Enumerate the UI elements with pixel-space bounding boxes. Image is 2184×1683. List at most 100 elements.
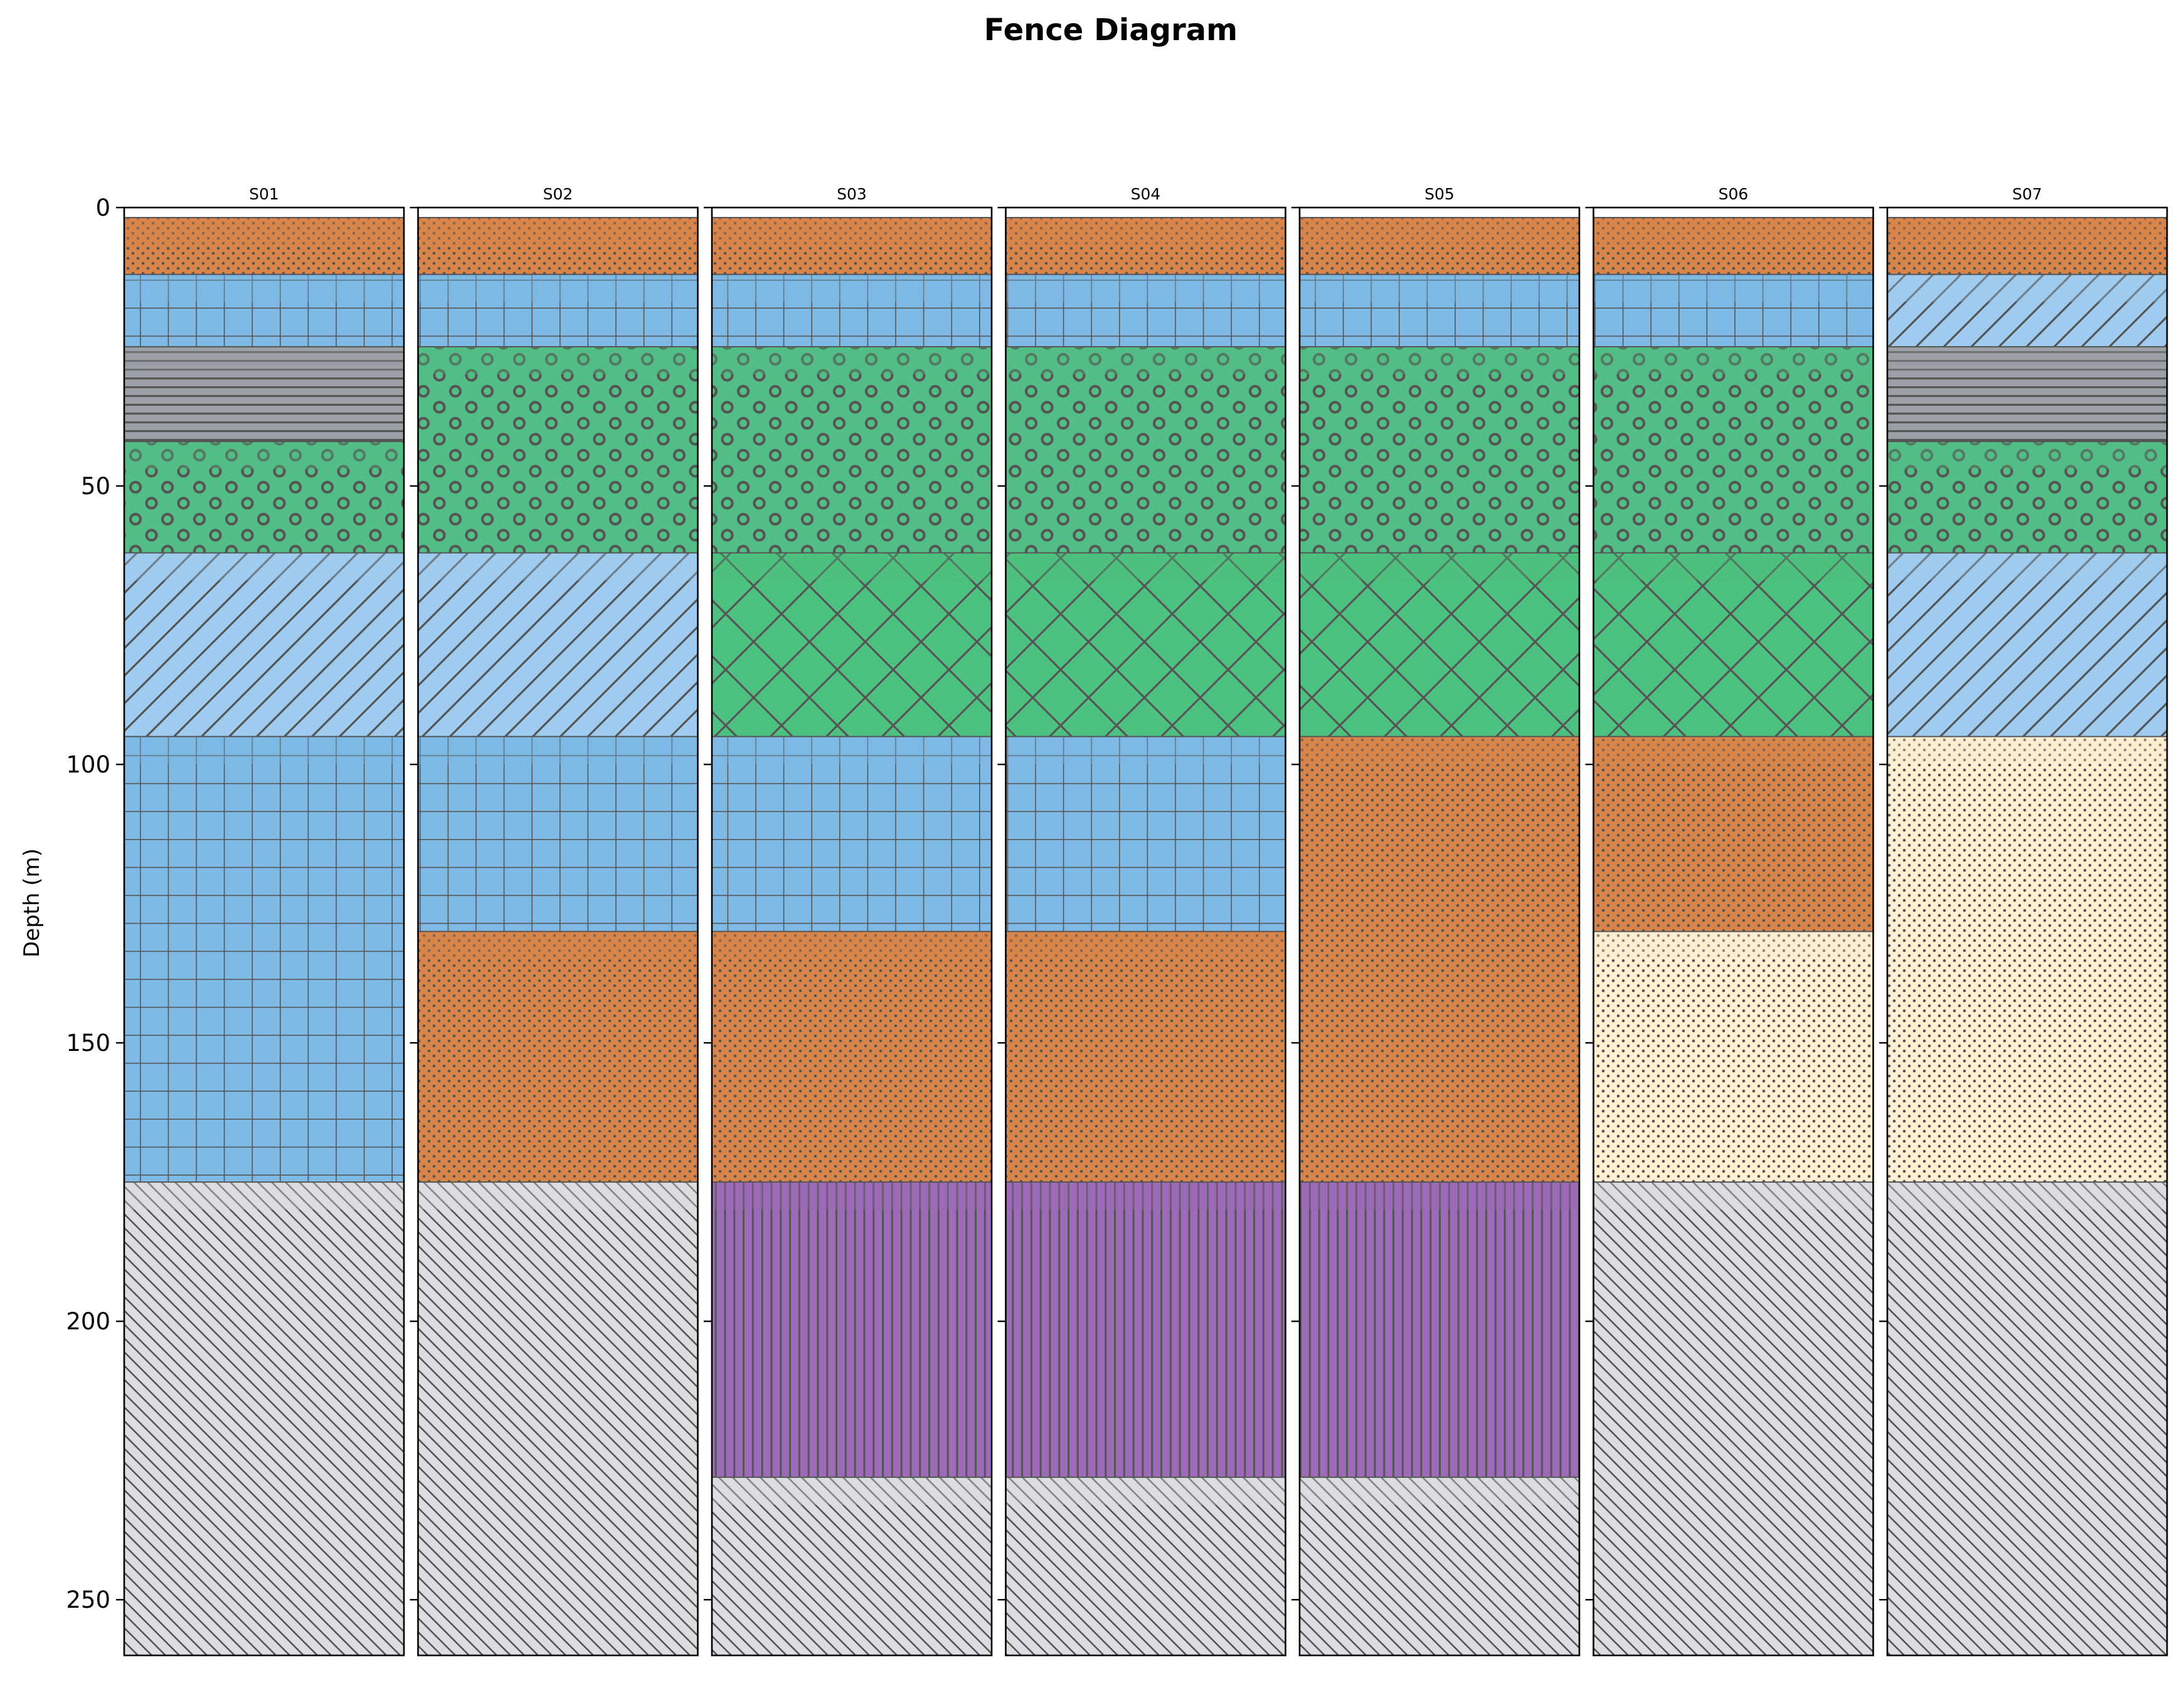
layer-sand-orange [1593, 736, 1874, 932]
layer-contact-band [712, 347, 992, 375]
borehole-columns: S01 S02 S03 S04 S05 S06 S07 [123, 185, 2168, 1657]
layer-conglomerate [124, 441, 404, 553]
layer-contact-band [1887, 441, 2167, 469]
column-frame [123, 206, 405, 1657]
layer-contact-band [124, 274, 404, 302]
layer-siltstone [1887, 274, 2167, 347]
layer-contact-band [1593, 1182, 1874, 1210]
column-frame [1886, 206, 2168, 1657]
layer-contact-band [124, 552, 404, 581]
layer-bedrock [1887, 1182, 2167, 1655]
column-label-s02: S02 [543, 185, 573, 203]
layer-contact-band [1300, 1182, 1579, 1210]
layer-sand-orange [1887, 218, 2167, 275]
layer-contact-band [418, 274, 698, 302]
layer-contact-band [712, 552, 992, 581]
layer-dolomite [1300, 552, 1579, 737]
layer-contact-band [1300, 736, 1579, 764]
layer-sand-orange [418, 931, 698, 1183]
column-label-s05: S05 [1424, 185, 1455, 203]
borehole-column-s03: S03 [704, 185, 993, 1657]
layer-contact-band [1593, 218, 1874, 245]
column-frame [1298, 206, 1581, 1657]
layer-contact-band [418, 552, 698, 581]
layer-limestone [418, 274, 698, 347]
layer-sand-orange [1005, 218, 1286, 275]
layer-bedrock [1005, 1477, 1286, 1655]
layer-contact-band [124, 218, 404, 245]
chart-title: Fence Diagram [984, 13, 1238, 48]
layer-siltstone [418, 552, 698, 737]
layer-contact-band [1005, 1182, 1286, 1210]
layer-conglomerate [712, 347, 992, 553]
layer-contact-band [1300, 1477, 1579, 1505]
layer-dolomite [712, 552, 992, 737]
layer-contact-band [124, 441, 404, 469]
layer-sand-orange [1005, 931, 1286, 1183]
layer-dolomite [1005, 552, 1286, 737]
layer-contact-band [1005, 736, 1286, 764]
layer-limestone [124, 736, 404, 1183]
layer-sand-orange [712, 931, 992, 1183]
layer-contact-band [418, 218, 698, 245]
layer-bedrock [124, 1182, 404, 1655]
layer-contact-band [1593, 274, 1874, 302]
layer-contact-band [418, 1182, 698, 1210]
column-frame [417, 206, 699, 1657]
borehole-column-s07: S07 [1879, 185, 2168, 1657]
layer-conglomerate [1593, 347, 1874, 553]
layer-contact-band [712, 218, 992, 245]
layer-contact-band [1593, 931, 1874, 959]
column-label-s06: S06 [1719, 185, 1749, 203]
layer-contact-band [124, 736, 404, 764]
layer-sand-light [1593, 931, 1874, 1183]
borehole-column-s05: S05 [1291, 185, 1581, 1657]
layer-conglomerate [1887, 441, 2167, 553]
column-frame [711, 206, 993, 1657]
column-label-s04: S04 [1131, 185, 1161, 203]
layer-contact-band [712, 274, 992, 302]
layer-contact-band [1005, 218, 1286, 245]
layer-limestone [712, 274, 992, 347]
layer-contact-band [1887, 736, 2167, 764]
layer-limestone [418, 736, 698, 932]
layer-contact-band [1887, 274, 2167, 302]
borehole-column-s06: S06 [1585, 185, 1874, 1657]
layer-bedrock [418, 1182, 698, 1655]
layer-contact-band [1300, 274, 1579, 302]
y-axis-label: Depth (m) [19, 848, 45, 958]
layer-limestone [124, 274, 404, 347]
layer-contact-band [1005, 552, 1286, 581]
column-label-s01: S01 [249, 185, 279, 203]
layer-contact-band [712, 931, 992, 959]
layer-sand-orange [712, 218, 992, 275]
layer-sand-orange [418, 218, 698, 275]
layer-contact-band [1887, 218, 2167, 245]
layer-shale [1887, 347, 2167, 441]
layer-contact-band [1593, 347, 1874, 375]
y-tick-label: 150 [66, 1030, 110, 1057]
column-label-s03: S03 [837, 185, 867, 203]
layer-contact-band [1887, 1182, 2167, 1210]
layer-contact-band [418, 736, 698, 764]
layer-bedrock [1300, 1477, 1579, 1655]
column-frame [1005, 206, 1286, 1657]
layer-sand-orange [124, 218, 404, 275]
borehole-column-s01: S01 [123, 185, 405, 1657]
layer-bedrock [712, 1477, 992, 1655]
layer-contact-band [124, 347, 404, 375]
layer-granite [1005, 1182, 1286, 1477]
layer-shale [124, 347, 404, 441]
layer-limestone [1005, 736, 1286, 932]
layer-sand-orange [1300, 736, 1579, 1183]
layer-conglomerate [1300, 347, 1579, 553]
column-label-s07: S07 [2012, 185, 2042, 203]
layer-limestone [1300, 274, 1579, 347]
layer-contact-band [1005, 1477, 1286, 1505]
layer-contact-band [1300, 218, 1579, 245]
y-tick-label: 100 [66, 751, 110, 778]
layer-contact-band [712, 1477, 992, 1505]
layer-contact-band [1005, 931, 1286, 959]
y-tick-label: 0 [95, 194, 110, 221]
